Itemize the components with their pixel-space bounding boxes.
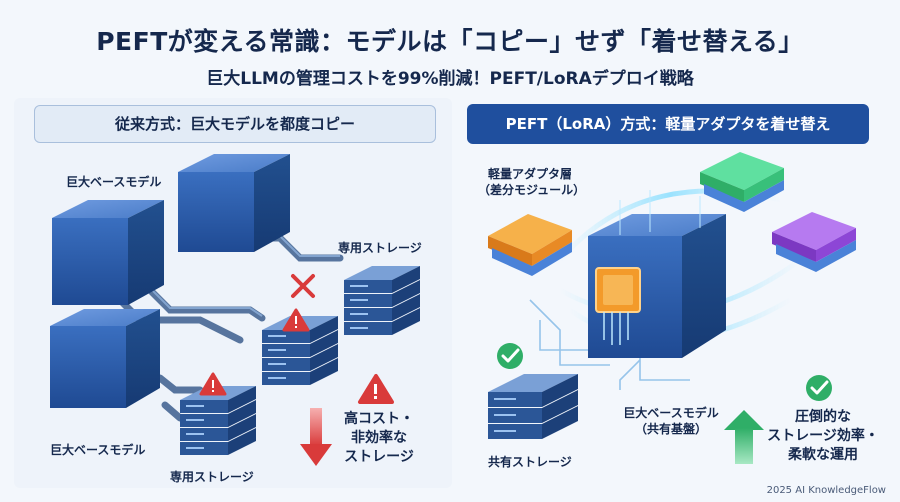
- benefit-line-3: 柔軟な運用: [788, 447, 858, 463]
- label-storage-top: 専用ストレージ: [338, 241, 422, 255]
- warning-text: 高コスト・ 非効率な ストレージ: [334, 410, 424, 467]
- adapter-purple: [772, 212, 856, 272]
- warning-icon-bottom: [199, 372, 227, 396]
- warning-line-1: 高コスト・: [344, 411, 414, 427]
- up-arrow-icon: [724, 410, 764, 464]
- shared-storage-label: 共有ストレージ: [488, 455, 572, 469]
- benefit-text: 圧倒的な ストレージ効率・ 柔軟な運用: [760, 408, 886, 465]
- check-icon-benefit: [806, 375, 832, 401]
- page-title: PEFTが変える常識：モデルは「コピー」せず「着せ替える」: [96, 27, 804, 56]
- base-model-label-line-1: 巨大ベースモデル: [623, 406, 719, 420]
- right-panel-header: PEFT（LoRA）方式：軽量アダプタを着せ替え: [467, 104, 869, 144]
- down-arrow-icon: [300, 408, 332, 466]
- benefit-line-1: 圧倒的な: [795, 409, 851, 425]
- footer-credit: 2025 AI KnowledgeFlow: [766, 485, 886, 496]
- warning-icon-large: [358, 374, 394, 404]
- base-model-label-line-2: （共有基盤）: [634, 422, 707, 436]
- left-base-model-cube-top: [178, 154, 290, 252]
- shared-base-model-cube: [588, 190, 726, 358]
- adapter-label: 軽量アダプタ層 （差分モジュール）: [478, 166, 586, 198]
- attached-adapter: [595, 267, 641, 345]
- warning-line-3: ストレージ: [344, 449, 414, 465]
- left-storage-stack-top: [344, 266, 420, 335]
- label-storage-bottom: 専用ストレージ: [170, 470, 254, 484]
- left-panel-header: 従来方式：巨大モデルを都度コピー: [34, 105, 436, 143]
- shared-base-model-label: 巨大ベースモデル （共有基盤）: [616, 405, 726, 437]
- left-base-model-cube-bottom: [50, 309, 160, 408]
- warning-line-2: 非効率な: [351, 430, 407, 446]
- check-icon-storage: [497, 343, 523, 369]
- adapter-green: [700, 152, 784, 212]
- warning-icon-middle: [282, 308, 310, 332]
- benefit-line-2: ストレージ効率・: [767, 428, 879, 444]
- cross-icon: [291, 274, 315, 298]
- adapter-label-line-1: 軽量アダプタ層: [487, 167, 572, 181]
- circuit-lines: [529, 299, 690, 390]
- label-base-model-bottom: 巨大ベースモデル: [50, 443, 146, 457]
- label-base-model-top: 巨大ベースモデル: [66, 175, 162, 189]
- shared-storage-unit: [488, 374, 578, 439]
- page-subtitle: 巨大LLMの管理コストを99%削減！PEFT/LoRAデプロイ戦略: [206, 69, 694, 89]
- left-storage-stack-bottom: [180, 386, 256, 455]
- adapter-orange: [488, 214, 572, 276]
- adapter-label-line-2: （差分モジュール）: [478, 183, 586, 197]
- left-base-model-cube-mid: [52, 200, 164, 305]
